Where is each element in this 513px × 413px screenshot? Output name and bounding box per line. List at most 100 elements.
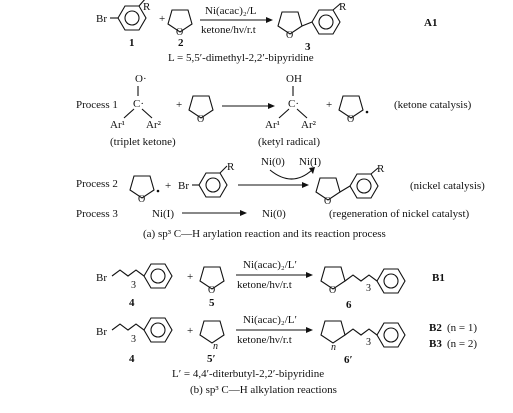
b1-arrowhead (306, 272, 313, 278)
process-1: Process 1 O· C· Ar¹ Ar² (triplet ketone)… (76, 73, 472, 148)
b2-label-6p: 6′ (344, 354, 353, 366)
process2-plus: + (165, 180, 171, 192)
triplet-c-dot: C· (133, 98, 144, 110)
b1-label-4: 4 (129, 297, 135, 309)
b2-ring (199, 320, 225, 344)
ligand-note-lprime: L′ = 4,4′-diterbutyl-2,2′-bipyridine (172, 368, 324, 380)
b2-label-5p: 5′ (207, 353, 216, 365)
b2-benzene-ring (143, 317, 173, 343)
b2-product-benzene-circle (383, 327, 399, 343)
b2-arrowhead (306, 327, 313, 333)
b2-product-subscript: 3 (366, 337, 371, 348)
b2-label-4: 4 (129, 353, 135, 365)
b1-product-thf-ring (320, 266, 346, 290)
b2-br: Br (96, 326, 107, 338)
ligand-note-l: L = 5,5′-dimethyl-2,2′-bipyridine (168, 52, 314, 64)
ketyl-ar1: Ar¹ (265, 119, 280, 131)
b1-br: Br (96, 272, 107, 284)
process1-plus-1: + (176, 99, 182, 111)
b1-thf-oxygen: O (208, 285, 215, 296)
b1-product-oxygen: O (329, 285, 336, 296)
process2-curved-arrow (269, 169, 313, 180)
aryl-bond-3 (301, 21, 313, 27)
triplet-ar2: Ar² (146, 119, 162, 131)
benzene-ring-p2 (198, 172, 228, 198)
process1-plus-2: + (326, 99, 332, 111)
b1-benzene-circle (150, 268, 166, 284)
reaction-a1: Br R 1 + O 2 Ni(acac)₂/L ketone/hν/r.t O (96, 0, 437, 64)
product-r: R (339, 1, 347, 13)
reactant1-br: Br (96, 13, 107, 25)
process3-arrowhead (240, 210, 247, 216)
b1-benzene-ring (143, 263, 173, 289)
r-bond-3 (332, 3, 341, 11)
b1-product-benzene-ring (376, 268, 406, 294)
thf-oxygen-p1: O (197, 114, 204, 125)
process1-arrowhead (268, 103, 275, 109)
reaction-b2-b3: Br 3 4 + n 5′ Ni(acac)₂/L′ ketone/hν/r.t… (96, 314, 477, 380)
benzene-ring-p2-product (349, 173, 379, 199)
b1-alkyl-chain (111, 269, 145, 277)
thf-ring-p2-product (315, 177, 341, 201)
caption-b: (b) sp³ C—H alkylation reactions (190, 384, 337, 396)
process2-arrowhead (302, 182, 309, 188)
b2-product-benzene-ring (376, 322, 406, 348)
radical-dot (365, 110, 369, 114)
process2-ni0: Ni(0) (261, 156, 285, 168)
b2-ring-n: n (213, 341, 218, 352)
compound-1-label: 1 (129, 37, 135, 49)
entry-cond-b2: (n = 1) (447, 322, 477, 334)
triplet-ar1: Ar¹ (110, 119, 125, 131)
benzene-ring-3 (311, 9, 341, 35)
process3-to: Ni(0) (262, 208, 286, 220)
ketyl-radical-label: (ketyl radical) (258, 136, 320, 148)
thf-oxygen-p2-product: O (324, 196, 331, 207)
b1-product-chain (344, 274, 378, 282)
b1-label-5: 5 (209, 297, 215, 309)
reactant1-r: R (143, 1, 151, 13)
r-bond-1 (138, 0, 145, 7)
ketyl-c-dot: C· (288, 98, 299, 110)
process3-tag: (regeneration of nickel catalyst) (329, 208, 470, 220)
thf-ring-2 (167, 9, 193, 33)
benzene-circle-p2 (205, 177, 221, 193)
c-ar2-bond-2 (296, 108, 308, 119)
benzene-ring-1 (117, 5, 147, 31)
thf-radical-ring-p2 (129, 175, 155, 199)
process2-r: R (227, 161, 235, 173)
thf-ring-p1 (188, 95, 214, 119)
thf-radical-oxygen: O (347, 114, 354, 125)
b1-chain-subscript: 3 (131, 280, 136, 291)
process-2: Process 2 O + Br R Ni(0) Ni(I) O R (nick… (76, 156, 485, 207)
b2-reagents-top: Ni(acac)₂/L′ (243, 314, 297, 326)
process2-br: Br (178, 180, 189, 192)
compound-2-label: 2 (178, 37, 184, 49)
process2-name: Process 2 (76, 178, 118, 190)
b1-product-subscript: 3 (366, 283, 371, 294)
triplet-o-radical: O· (135, 73, 147, 85)
reagents-top-a1: Ni(acac)₂/L (205, 5, 257, 17)
process3-from: Ni(I) (152, 208, 174, 220)
plus-a1: + (159, 13, 165, 25)
ketyl-oh: OH (286, 73, 302, 85)
c-ar2-bond-1 (141, 108, 153, 119)
thf-oxygen-2: O (176, 27, 183, 38)
process2-curved-arrowhead (309, 167, 315, 174)
process2-tag: (nickel catalysis) (410, 180, 485, 192)
b2-product-chain (344, 328, 378, 336)
entry-tag-a1: A1 (424, 17, 437, 29)
thf-radical-ring (338, 95, 364, 119)
b2-benzene-circle (150, 322, 166, 338)
b1-plus: + (187, 271, 193, 283)
b1-reagents-top: Ni(acac)₂/L′ (243, 259, 297, 271)
b2-product-ring (320, 320, 346, 344)
b2-product-ring-n: n (331, 342, 336, 353)
r-bond-p2-product (370, 167, 379, 175)
b2-plus: + (187, 325, 193, 337)
radical-dot-p2 (156, 189, 160, 193)
process2-r-product: R (377, 163, 385, 175)
arrowhead-a1 (266, 17, 273, 23)
caption-a: (a) sp³ C—H arylation reaction and its r… (143, 228, 386, 240)
reagents-bottom-a1: ketone/hν/r.t (201, 24, 256, 36)
